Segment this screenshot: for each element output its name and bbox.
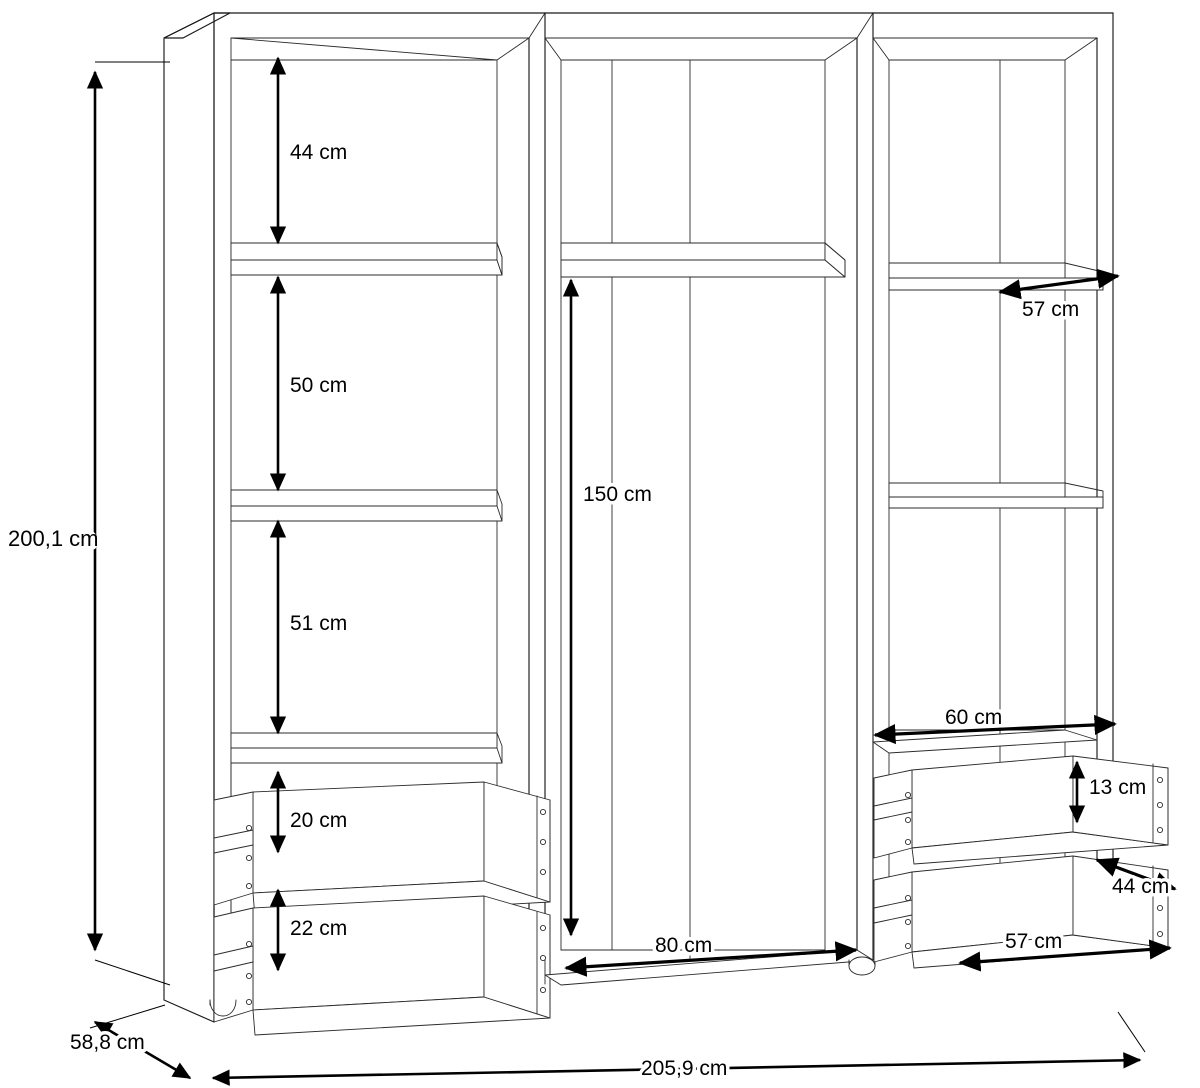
label-50-halo: 50 cm [290,374,347,397]
label-left-comp1-height: 44 cm [290,141,347,164]
dimension-right-drawer-width: 57 cm 57 cm [958,927,1172,972]
label-13-halo: 13 cm [1089,776,1146,799]
label-overall-depth: 58,8 cm [70,1031,145,1054]
dimension-right-drawer-upper: 13 cm 13 cm [1068,760,1150,824]
label-right-shelf-depth: 57 cm [1022,298,1079,321]
dimension-center-hanging-height: 150 cm 150 cm [562,278,655,937]
label-20-halo: 20 cm [290,809,347,832]
dimension-overall-depth: 58,8 cm 58,8 cm [67,1004,192,1080]
dimension-right-drawer-depth: 44 cm 44 cm [1095,857,1177,902]
dimension-right-inner-width: 60 cm 60 cm [873,703,1117,745]
label-right-inner-width: 60 cm [945,706,1002,729]
label-left-comp3-height: 51 cm [290,612,347,635]
label-51-halo: 51 cm [290,612,347,635]
label-overall-height: 200,1 cm [8,526,99,551]
dimension-left-comp3: 51 cm 51 cm [269,519,351,735]
right-section [872,12,1169,969]
label-57top-halo: 57 cm [1022,298,1079,321]
dimension-overall-height: 200,1 cm 200,1 cm [5,61,171,986]
dimension-left-drawer-lower: 22 cm 22 cm [269,888,351,972]
label-44-halo: 44 cm [290,141,347,164]
left-lower-drawer[interactable] [213,895,551,1036]
label-60-halo: 60 cm [945,706,1002,729]
left-section [163,12,551,1036]
label-center-width: 80 cm [655,934,712,957]
dimension-left-drawer-upper: 20 cm 20 cm [269,770,351,854]
label-overall-width: 205,9 cm [641,1057,727,1080]
label-right-drawer-upper-height: 13 cm [1089,776,1146,799]
dimension-center-width: 80 cm 80 cm [564,931,858,977]
wardrobe-carcass [163,12,1169,1036]
dimension-right-shelf-depth: 57 cm 57 cm [998,268,1120,325]
label-80-halo: 80 cm [655,934,712,957]
label-57b-halo: 57 cm [1005,930,1062,953]
label-right-drawer-depth: 44 cm [1112,875,1169,898]
label-right-drawer-width: 57 cm [1005,930,1062,953]
label-overall-height-halo: 200,1 cm [8,528,94,551]
label-150-halo: 150 cm [583,483,652,506]
dimension-left-comp2: 50 cm 50 cm [269,275,351,492]
label-left-drawer-lower-height: 22 cm [290,917,347,940]
label-width-halo: 205,9 cm [641,1057,727,1080]
dimension-left-comp1: 44 cm 44 cm [269,56,351,245]
right-upper-drawer[interactable] [873,755,1169,865]
label-center-hanging-height: 150 cm [583,483,652,506]
label-left-drawer-upper-height: 20 cm [290,809,347,832]
label-44d-halo: 44 cm [1112,875,1169,898]
label-22-halo: 22 cm [290,917,347,940]
label-depth-halo: 58,8 cm [70,1031,145,1054]
dimension-overall-width: 205,9 cm 205,9 cm [211,1011,1146,1086]
left-upper-drawer[interactable] [213,781,551,919]
label-left-comp2-height: 50 cm [290,374,347,397]
